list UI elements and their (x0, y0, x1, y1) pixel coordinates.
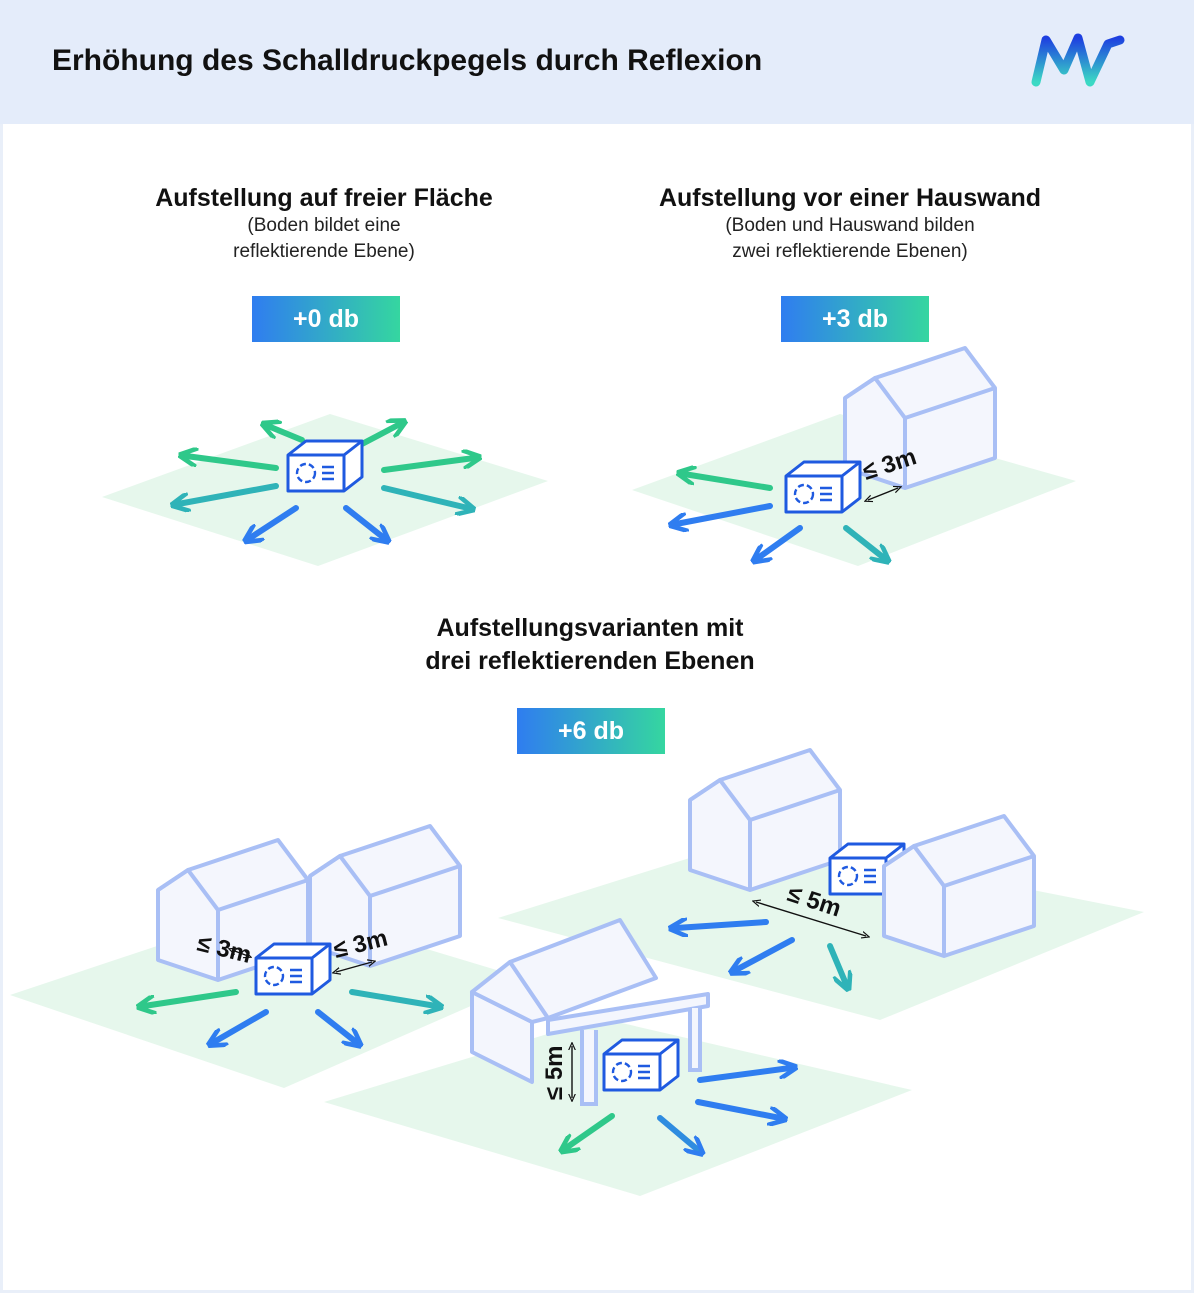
brand-logo-icon (1031, 33, 1125, 87)
arrow-w (186, 456, 279, 471)
arrow-w3 (144, 989, 239, 1006)
sub-free-line1: (Boden bildet eine (247, 215, 401, 236)
arrow-s4 (827, 943, 846, 984)
sub-wall-line1: (Boden und Hauswand bilden (725, 215, 975, 236)
distance-marker-between (756, 902, 866, 936)
header-bar (0, 0, 1194, 124)
ground-plane-carport (324, 1018, 912, 1196)
arrow-ssw2 (758, 525, 803, 558)
arrow-sw2 (676, 503, 773, 524)
badge-plus-6-db: +6 db (517, 708, 665, 754)
heading-house-wall: Aufstellung vor einer Hauswand (658, 184, 1041, 212)
arrow-sw5 (566, 1113, 615, 1148)
arrow-e5 (697, 1068, 790, 1083)
badge-plus-3-db: +3 db (781, 296, 929, 342)
arrow-sse (343, 505, 384, 538)
house-icon-back (688, 748, 842, 892)
arrow-sw4 (736, 937, 795, 970)
sub-free-line2: reflektierende Ebene) (233, 241, 415, 262)
arrow-sse3 (315, 1009, 356, 1042)
heat-pump-unit-icon (602, 1038, 680, 1092)
scene-free-area (102, 414, 548, 566)
heat-pump-unit-icon (286, 439, 364, 493)
heading-three-planes-line1: Aufstellungsvarianten mit (436, 614, 744, 642)
arrow-s5 (657, 1115, 698, 1150)
badge-plus-0-db: +0 db (252, 296, 400, 342)
heat-pump-unit-icon (784, 460, 862, 514)
arrow-ne (359, 424, 400, 447)
house-icon-front (882, 814, 1036, 958)
sub-wall-line2: zwei reflektierende Ebenen) (732, 241, 968, 262)
distance-marker (868, 488, 898, 500)
distance-marker-b (336, 962, 372, 972)
page-title: Erhöhung des Schalldruckpegels durch Ref… (52, 44, 763, 77)
arrow-se (381, 485, 468, 508)
arrow-e3 (349, 989, 436, 1006)
arrow-ssw3 (214, 1009, 269, 1042)
arrow-sw (178, 483, 279, 504)
heading-three-planes-line2: drei reflektierenden Ebenen (425, 647, 755, 675)
scene-house-wall: ≤ 3m (632, 346, 1076, 566)
arrow-e (381, 458, 474, 473)
distance-marker-a (232, 950, 248, 956)
arrow-nw (268, 426, 305, 443)
heading-free-area: Aufstellung auf freier Fläche (155, 184, 493, 212)
arrow-w2 (684, 474, 773, 491)
scene-two-walls: ≤ 3m ≤ 3m (10, 824, 530, 1088)
scene-between-houses: ≤ 5m (498, 748, 1144, 1020)
scene-carport: ≤ 5m (324, 918, 912, 1196)
arrow-sse2 (843, 525, 884, 558)
heat-pump-unit-icon (254, 942, 332, 996)
label-carport-height: ≤ 5m (541, 1045, 568, 1100)
arrow-w4 (676, 922, 769, 928)
arrow-se5 (695, 1099, 780, 1118)
arrow-ssw (250, 505, 299, 538)
